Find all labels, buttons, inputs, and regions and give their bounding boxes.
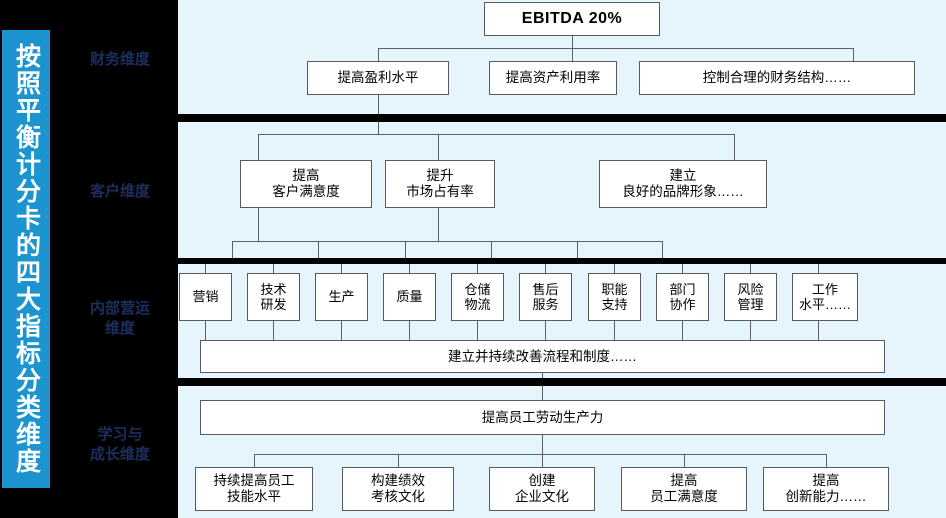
connector-stub-0 xyxy=(205,264,206,273)
connector-h-bus xyxy=(258,134,735,135)
connector-drop-2 xyxy=(542,454,543,467)
connector-down-to-customer xyxy=(378,95,379,114)
box-internal-6[interactable]: 职能 支持 xyxy=(588,273,641,321)
box-financial-2[interactable]: 控制合理的财务结构…… xyxy=(639,61,915,95)
box-internal-1[interactable]: 技术 研发 xyxy=(247,273,300,321)
connector-stub-7 xyxy=(682,264,683,273)
connector-in-from-internal xyxy=(542,386,543,400)
connector-stub-4 xyxy=(477,264,478,273)
connector-down-8 xyxy=(750,321,751,340)
dimension-label-customer: 客户维度 xyxy=(89,183,150,200)
box-learning-1[interactable]: 构建绩效 考核文化 xyxy=(342,467,454,511)
connector-lower-drop-6 xyxy=(662,241,663,258)
connector-down-4 xyxy=(477,321,478,340)
connector-drop-3 xyxy=(734,134,735,160)
box-internal-2[interactable]: 生产 xyxy=(315,273,368,321)
connector-out-1 xyxy=(258,208,259,241)
box-internal-0[interactable]: 营销 xyxy=(179,273,232,321)
connector-stub-3 xyxy=(409,264,410,273)
connector-down-3 xyxy=(409,321,410,340)
connector-drop-1 xyxy=(398,454,399,467)
connector-stub-2 xyxy=(341,264,342,273)
connector-stub-1 xyxy=(273,264,274,273)
connector-lower-drop-4 xyxy=(491,241,492,258)
box-internal-3[interactable]: 质量 xyxy=(383,273,436,321)
connector-lower-drop-1 xyxy=(232,241,233,258)
connector-h-bus xyxy=(254,454,826,455)
connector-stub-9 xyxy=(818,264,819,273)
box-learning-root[interactable]: 提高员工劳动生产力 xyxy=(200,400,885,435)
connector-drop-0 xyxy=(254,454,255,467)
connector-down-7 xyxy=(682,321,683,340)
connector-drop-1 xyxy=(378,48,379,62)
panel-learning-growth: 提高员工劳动生产力 持续提高员工 技能水平 构建绩效 考核文化 创建 企业文化 … xyxy=(178,386,946,518)
dimension-label-learning-growth: 学习与 成长维度 xyxy=(89,426,150,464)
connector-drop-2 xyxy=(572,48,573,62)
connector-in-from-financial xyxy=(378,122,379,134)
box-customer-0[interactable]: 提高 客户满意度 xyxy=(240,160,372,208)
connector-out-2 xyxy=(438,208,439,241)
connector-down-9 xyxy=(818,321,819,340)
connector-h-bus-lower xyxy=(232,241,662,242)
side-banner-title: 按照平衡计分卡的四大指标分类维度 xyxy=(2,30,50,488)
connector-out-to-learning xyxy=(542,373,543,378)
connector-lower-drop-5 xyxy=(577,241,578,258)
connector-stub-5 xyxy=(545,264,546,273)
connector-stub-8 xyxy=(750,264,751,273)
connector-h-bus xyxy=(378,48,853,49)
box-internal-5[interactable]: 售后 服务 xyxy=(519,273,572,321)
connector-drop-3 xyxy=(684,454,685,467)
box-internal-summary[interactable]: 建立并持续改善流程和制度…… xyxy=(200,340,885,373)
box-internal-8[interactable]: 风险 管理 xyxy=(724,273,777,321)
box-internal-4[interactable]: 仓储 物流 xyxy=(451,273,504,321)
connector-drop-3 xyxy=(853,48,854,62)
connector-down-1 xyxy=(273,321,274,340)
dimension-label-internal-operations: 内部营运 维度 xyxy=(89,300,150,338)
connector-stub-6 xyxy=(614,264,615,273)
connector-down-0 xyxy=(205,321,206,340)
box-customer-2[interactable]: 建立 良好的品牌形象…… xyxy=(599,160,767,208)
connector-lower-drop-2 xyxy=(318,241,319,258)
connector-drop-2 xyxy=(438,134,439,160)
box-learning-2[interactable]: 创建 企业文化 xyxy=(489,467,595,511)
box-learning-3[interactable]: 提高 员工满意度 xyxy=(621,467,747,511)
connector-root-down xyxy=(542,435,543,454)
panel-customer: 提高 客户满意度 提升 市场占有率 建立 良好的品牌形象…… xyxy=(178,122,946,258)
dimension-label-financial: 财务维度 xyxy=(89,51,150,68)
box-financial-0[interactable]: 提高盈利水平 xyxy=(307,61,449,95)
box-financial-1[interactable]: 提高资产利用率 xyxy=(489,61,617,95)
box-customer-1[interactable]: 提升 市场占有率 xyxy=(385,160,495,208)
box-internal-7[interactable]: 部门 协作 xyxy=(656,273,709,321)
connector-down-5 xyxy=(545,321,546,340)
box-internal-9[interactable]: 工作 水平…… xyxy=(792,273,858,321)
box-learning-4[interactable]: 提高 创新能力…… xyxy=(763,467,889,511)
connector-down-2 xyxy=(341,321,342,340)
panel-financial: EBITDA 20% 提高盈利水平 提高资产利用率 控制合理的财务结构…… xyxy=(178,0,946,114)
connector-drop-4 xyxy=(826,454,827,467)
panel-internal-operations: 营销 技术 研发 生产 质量 仓储 物流 售后 服务 职能 支持 部门 协作 风… xyxy=(178,264,946,378)
connector-drop-1 xyxy=(258,134,259,160)
connector-down-6 xyxy=(614,321,615,340)
connector-lower-drop-3 xyxy=(405,241,406,258)
box-learning-0[interactable]: 持续提高员工 技能水平 xyxy=(195,467,313,511)
box-ebitda-root[interactable]: EBITDA 20% xyxy=(484,2,660,36)
